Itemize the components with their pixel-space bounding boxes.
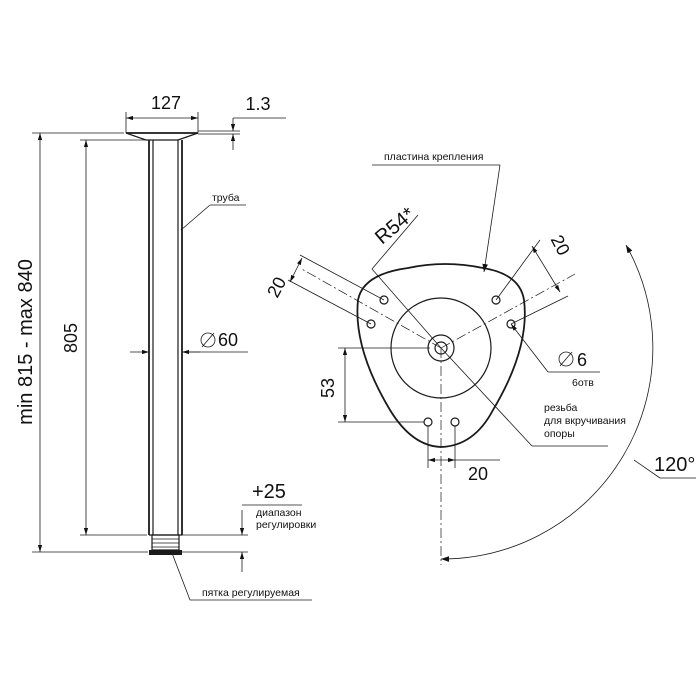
dim-width-127: 127 [125,93,199,133]
dim-angle-label: 120° [654,454,695,476]
tube-leader: труба [180,192,246,231]
thread-leader: резьба для вкручивания опоры [440,347,626,447]
leg-side-view: 127 1.3 труба 60 [15,93,316,601]
slot-right-label: 20 [547,232,574,259]
foot-leader: пятка регулируемая [171,552,312,601]
dim-slot-left: 20 [263,254,385,325]
dim-height-label: min 815 - max 840 [15,259,37,425]
dim-tube-length: 805 [61,139,147,536]
holes-count-label: 6отв [572,377,594,389]
dim-53-label: 53 [318,378,338,398]
plate-label: пластина крепления [384,151,483,163]
thread-label-1: резьба [544,402,578,414]
dim-bottom-label: 20 [468,464,488,484]
dim-angle: 120° [440,244,696,562]
dim-width-label: 127 [151,93,181,113]
thread-label-2: для вкручивания [544,415,626,427]
dim-tube-diameter: 60 [130,330,248,355]
mounting-plate-side [125,132,199,141]
dim-bottom-20: 20 [427,426,500,484]
dim-radius: R54* [371,203,442,349]
plate-top-view: R54* 20 20 пластина крепления [263,151,696,565]
dim-hole-diameter: 6 6отв [510,323,600,389]
foot-label: пятка регулируемая [202,587,300,599]
tube [148,140,183,536]
adjustable-foot [149,534,182,555]
dim-adjustment-label: +25 [252,481,286,503]
dim-adjustment: +25 диапазон регулировки [182,481,316,572]
adjustment-note-2: регулировки [256,519,316,531]
tube-label: труба [212,192,240,204]
dim-slot-right: 20 [495,232,574,325]
plate-leader: пластина крепления [372,151,501,273]
dim-total-height: min 815 - max 840 [15,132,148,553]
hole-diameter-label: 6 [577,350,587,370]
slot-left-label: 20 [263,274,290,301]
thread-label-3: опоры [544,428,575,440]
dim-length-label: 805 [61,323,81,353]
dim-thickness-label: 1.3 [245,94,270,114]
dim-plate-thickness: 1.3 [198,94,286,150]
dim-height-53: 53 [318,347,430,423]
adjustment-note-1: диапазон [256,507,302,519]
dim-diameter-label: 60 [218,330,238,350]
